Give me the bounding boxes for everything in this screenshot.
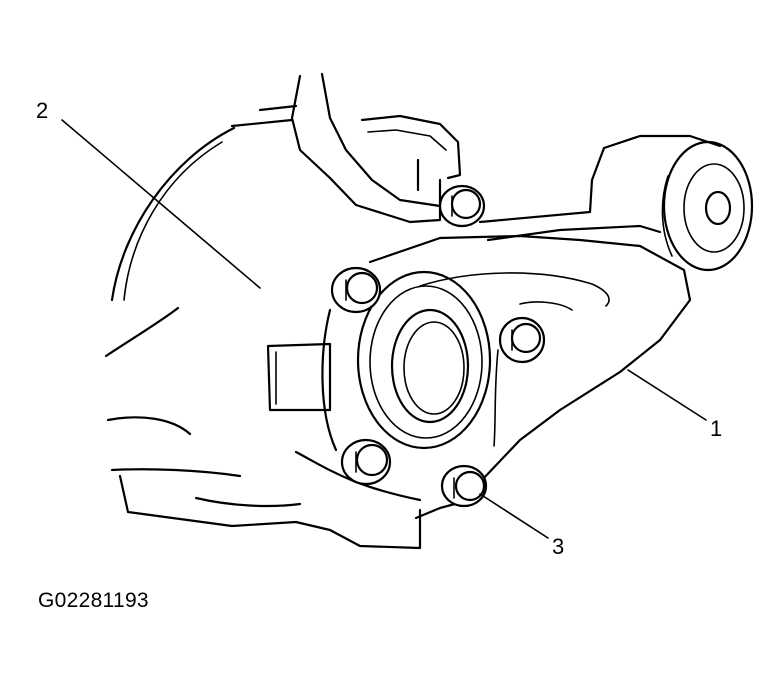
callout-2: 2 bbox=[36, 98, 48, 123]
bolt-upper-left bbox=[330, 266, 382, 314]
bolt-lower-left bbox=[340, 438, 392, 486]
leader-line-2 bbox=[61, 119, 261, 289]
steering-knuckle bbox=[104, 72, 472, 550]
bolt-right bbox=[498, 316, 546, 364]
callout-1: 1 bbox=[710, 416, 722, 441]
hub-bearing-assembly bbox=[356, 134, 754, 482]
bolt-lower-right bbox=[440, 464, 488, 508]
leader-lines bbox=[61, 119, 707, 539]
bolt-top bbox=[438, 184, 486, 228]
leader-line-3 bbox=[479, 493, 549, 539]
leader-line-1 bbox=[627, 369, 707, 421]
figure-code: G02281193 bbox=[38, 589, 149, 612]
callout-3: 3 bbox=[552, 534, 564, 559]
bolts bbox=[330, 184, 546, 508]
